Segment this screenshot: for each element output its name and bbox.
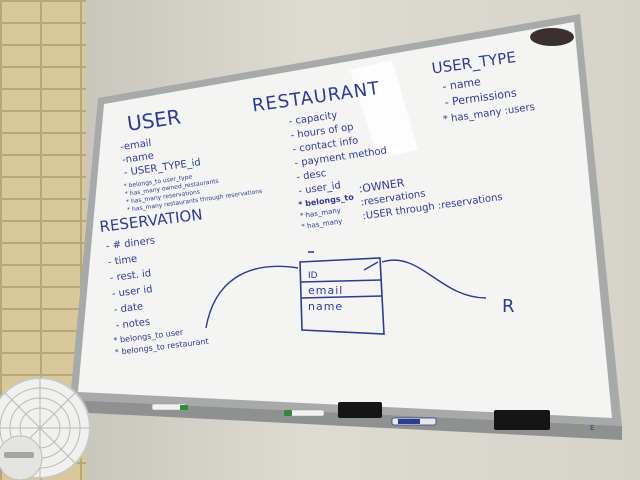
marker-blue-label (398, 419, 420, 424)
reservation-field: - rest. id (109, 268, 151, 284)
fan-logo-plate (4, 452, 34, 458)
reservation-field: - time (107, 254, 138, 268)
user-field: -name (121, 151, 154, 166)
restaurant-field: - desc (296, 168, 327, 183)
desk-fan (0, 377, 91, 480)
sketch-curve-right (381, 259, 487, 299)
reservation-field: - user id (111, 284, 153, 300)
eraser-right[interactable] (494, 410, 550, 430)
brand-badge (530, 28, 574, 46)
stray-mark: R (502, 296, 515, 317)
sketch-row: email (308, 284, 343, 297)
reservation-section: RESERVATION - # diners - time - rest. id… (99, 205, 210, 357)
marker-tray (70, 400, 622, 440)
user-field: -email (120, 138, 152, 153)
sketch-row: ID (308, 271, 318, 281)
sketch-curve-left (205, 265, 299, 329)
user-type-field: - name (442, 75, 482, 93)
light-glare (350, 60, 418, 158)
reservation-field: - date (113, 301, 143, 315)
whiteboard-surface (78, 22, 612, 418)
sketch-box: ID email name (299, 257, 385, 335)
marker-cap-green (284, 410, 292, 416)
sketch-row: name (308, 300, 343, 313)
reservation-field: - notes (115, 317, 151, 332)
corner-label: E (590, 424, 594, 432)
restaurant-relation-target: :OWNER (358, 176, 406, 195)
eraser-left[interactable] (338, 402, 382, 418)
marker-cap-green (180, 405, 188, 410)
